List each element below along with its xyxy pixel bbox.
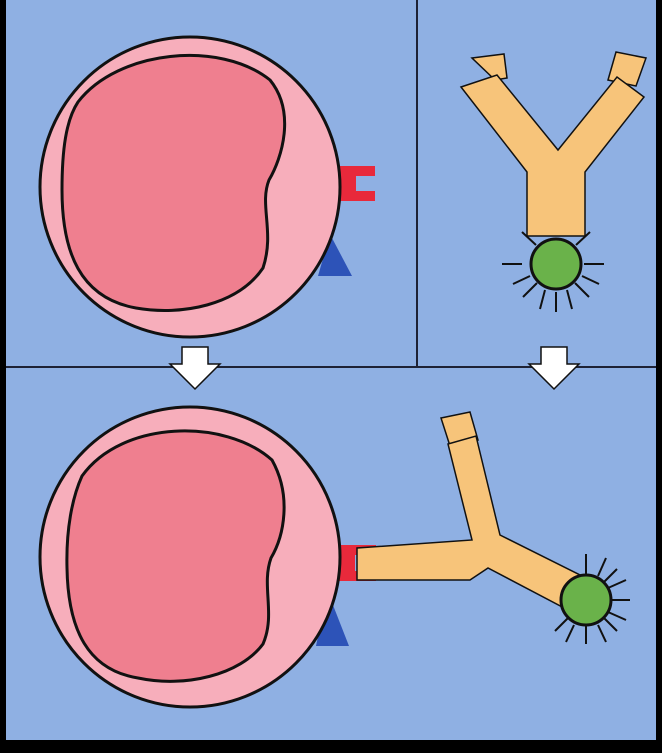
fluorescent-tag-icon — [531, 239, 581, 289]
nucleus-icon — [67, 431, 284, 681]
nucleus-icon — [62, 55, 285, 310]
fluorescent-tag-icon — [561, 575, 611, 625]
